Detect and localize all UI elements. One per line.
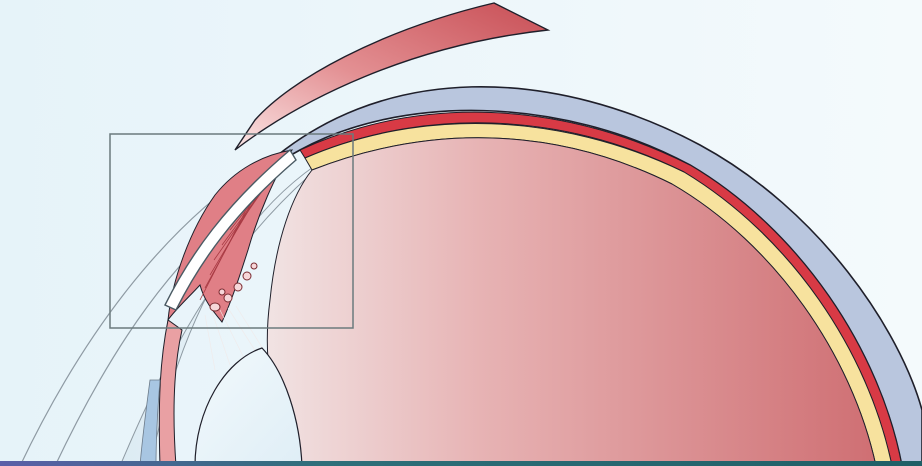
bottom-accent-bar [0, 461, 922, 466]
